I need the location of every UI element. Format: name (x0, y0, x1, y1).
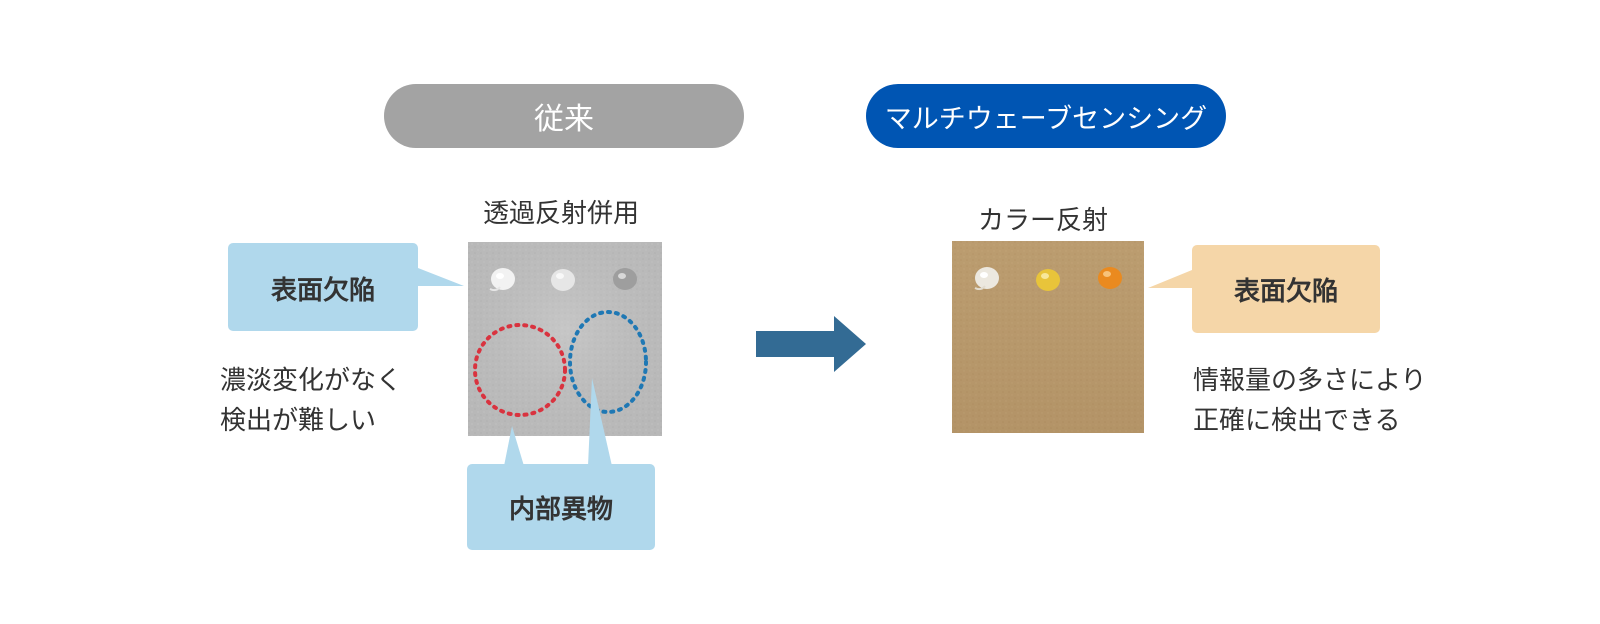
conventional-header-label: 従来 (534, 102, 594, 137)
surface-defect-label-left: 表面欠陥 (270, 275, 375, 306)
transmission-reflection-sample-image (468, 242, 662, 436)
sample-drop-1 (489, 268, 515, 292)
internal-defect-blue-marker (568, 310, 648, 414)
conventional-header: 従来 (384, 84, 744, 148)
right-arrow-icon (756, 316, 866, 372)
internal-foreign-matter-label: 内部異物 (508, 494, 613, 525)
sample-drop-white (974, 267, 999, 291)
multiwave-description-line2: 正確に検出できる (1193, 406, 1401, 436)
surface-defect-callout-left (228, 243, 464, 331)
surface-defect-callout-right (1148, 245, 1380, 333)
internal-defect-red-marker (473, 323, 567, 417)
multiwave-sensing-header: マルチウェーブセンシング (866, 84, 1226, 148)
conventional-description-line2: 検出が難しい (220, 406, 377, 436)
multiwave-sensing-header-label: マルチウェーブセンシング (884, 103, 1208, 135)
sample-drop-orange (1098, 267, 1122, 289)
conventional-description-line1: 濃淡変化がなく (220, 366, 403, 396)
color-reflection-caption: カラー反射 (978, 206, 1109, 236)
multiwave-description-line1: 情報量の多さにより (1193, 366, 1427, 396)
sample-drop-2 (551, 269, 575, 291)
sample-drop-3 (613, 268, 637, 290)
multiwave-description: 情報量の多さにより 正確に検出できる (1193, 361, 1426, 441)
sample-drop-yellow (1036, 269, 1060, 291)
surface-defect-label-right: 表面欠陥 (1233, 276, 1338, 307)
transmission-reflection-caption: 透過反射併用 (483, 199, 640, 229)
internal-foreign-matter-callout (467, 378, 655, 550)
conventional-description: 濃淡変化がなく 検出が難しい (220, 361, 402, 441)
color-reflection-sample-image (952, 241, 1144, 433)
